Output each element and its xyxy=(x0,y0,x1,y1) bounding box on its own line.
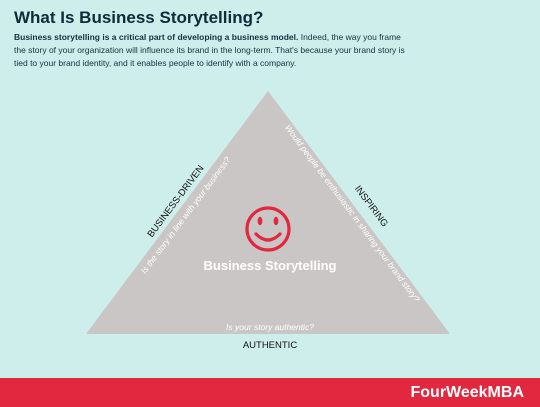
intro-lead: Business storytelling is a critical part… xyxy=(14,32,299,42)
authentic-question: Is your story authentic? xyxy=(226,322,314,332)
brand-logo: FourWeekMBA xyxy=(410,384,525,401)
smiley-face-icon xyxy=(245,206,291,252)
page-title: What Is Business Storytelling? xyxy=(14,8,264,27)
intro-rest: Indeed, the way you frame the story of y… xyxy=(14,32,405,68)
footer-bar: FourWeekMBA xyxy=(0,378,540,407)
center-label: Business Storytelling xyxy=(204,258,337,273)
triangle-shape xyxy=(86,91,450,334)
intro-text: Business storytelling is a critical part… xyxy=(14,31,406,70)
authentic-label: AUTHENTIC xyxy=(243,340,298,351)
